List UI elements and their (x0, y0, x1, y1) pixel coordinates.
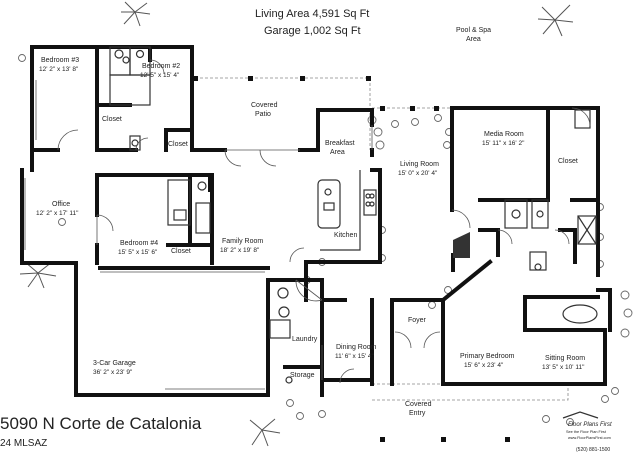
room-name-covered-patio: Covered (251, 102, 278, 109)
pool-label-2: Area (466, 36, 481, 43)
walls (20, 45, 612, 397)
brand-tagline: See the Floor Plan First (566, 430, 607, 434)
room-name-dining: Dining Room (336, 344, 377, 351)
brand-phone: (520) 881-1500 (576, 447, 610, 453)
room-name-closet-b2: Closet (168, 141, 188, 148)
room-name-breakfast: Breakfast (325, 140, 355, 147)
room-name-covered-patio-2: Patio (255, 111, 271, 118)
room-name-laundry: Laundry (292, 336, 318, 343)
palm-tree-icon (121, 1, 151, 27)
room-dims-living: 15' 0" x 20' 4" (398, 170, 438, 177)
floor-plans-first-logo: Floor Plans First See the Floor Plan Fir… (562, 411, 612, 453)
room-dims-bedroom-2: 12' 5" x 15' 4" (140, 72, 180, 79)
room-name-kitchen: Kitchen (334, 232, 357, 239)
room-name-bedroom-4: Bedroom #4 (120, 240, 158, 247)
palm-tree-icon (19, 261, 57, 289)
fixtures (24, 46, 598, 390)
room-dims-primary: 15' 6" x 23' 4" (464, 362, 504, 369)
brand-site: www.FloorPlansFirst.com (568, 436, 611, 440)
room-name-closet-b3: Closet (102, 116, 122, 123)
room-dims-family: 18' 2" x 19' 8" (220, 247, 260, 254)
palm-tree-icon (249, 418, 281, 447)
pool-label: Pool & Spa (456, 27, 491, 34)
room-name-bedroom-3: Bedroom #3 (41, 57, 79, 64)
room-name-living: Living Room (400, 161, 439, 168)
room-name-storage: Storage (290, 372, 315, 379)
room-name-primary: Primary Bedroom (460, 353, 515, 360)
room-name-closet-primary: Closet (558, 158, 578, 165)
room-name-sitting: Sitting Room (545, 355, 585, 362)
living-area-label: Living Area 4,591 Sq Ft (255, 8, 369, 20)
room-name-office: Office (52, 201, 70, 208)
palm-tree-icon (537, 4, 574, 37)
room-name-foyer: Foyer (408, 317, 427, 324)
room-dims-bedroom-4: 15' 5" x 15' 6" (118, 249, 158, 256)
room-dims-office: 12' 2" x 17' 11" (36, 210, 79, 217)
room-name-entry: Covered (405, 401, 432, 408)
room-name-family: Family Room (222, 238, 263, 245)
property-address: 5090 N Corte de Catalonia (0, 414, 202, 433)
door-swings (57, 59, 591, 384)
room-name-closet-b4: Closet (171, 248, 191, 255)
room-name-entry-2: Entry (409, 410, 426, 417)
room-dims-garage: 36' 2" x 23' 9" (93, 369, 133, 376)
room-dims-dining: 11' 6" x 15' 4" (335, 353, 374, 360)
brand-name: Floor Plans First (568, 422, 612, 428)
room-dims-bedroom-3: 12' 2" x 13' 8" (39, 66, 79, 73)
room-dims-sitting: 13' 5" x 10' 11" (542, 364, 585, 371)
room-name-bedroom-2: Bedroom #2 (142, 63, 180, 70)
patio-columns (193, 76, 510, 442)
garage-area-label: Garage 1,002 Sq Ft (264, 25, 361, 37)
room-name-breakfast-2: Area (330, 149, 345, 156)
room-name-garage: 3-Car Garage (93, 360, 136, 367)
mls-credit: 24 MLSAZ (0, 438, 47, 449)
room-dims-media: 15' 11" x 16' 2" (482, 140, 525, 147)
room-name-media: Media Room (484, 131, 524, 138)
